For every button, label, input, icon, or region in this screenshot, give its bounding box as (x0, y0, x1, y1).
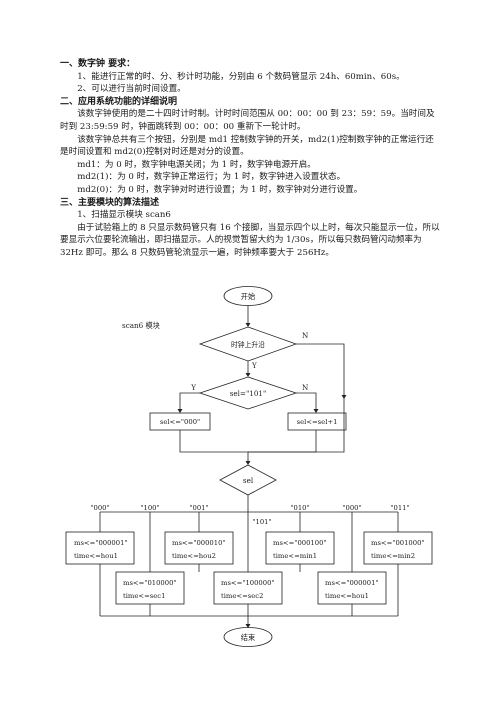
case-label-000a: "000" (90, 504, 109, 512)
arrow-head (245, 373, 251, 377)
no-label-sel: N (302, 383, 308, 392)
yes-label-clock: Y (251, 361, 257, 370)
sel-reset-label: sel<="000" (160, 418, 200, 426)
flow-line-no-sel (296, 392, 317, 412)
case-box-min1-ms: ms<="000100" (273, 539, 327, 547)
sel-101-decision (198, 376, 298, 410)
case-box-hou1-ms: ms<="000001" (74, 539, 128, 547)
case-label-000b: "000" (342, 504, 361, 512)
flow-line-merge-right (248, 430, 317, 453)
sel-inc-label: sel<=sel+1 (297, 418, 338, 426)
sel-inc-box (287, 412, 347, 431)
section-1-item-1: 1、能进行正常的时、分、秒计时功能，分别由 6 个数码管显示 24h、60min… (77, 71, 405, 82)
case-box-hou1-time: time<=hou1 (74, 552, 118, 560)
section-2-md1: md1：为 0 时，数字钟电源关闭；为 1 时，数字钟电源开启。 (77, 159, 316, 170)
case-box-hou1-default-ms: ms<="000001" (325, 579, 379, 587)
start-label: 开始 (241, 292, 255, 301)
case-box-sec1-ms: ms<="010000" (123, 579, 177, 587)
section-1-item-2: 2、可以进行当前时间设置。 (77, 84, 186, 95)
case-label-100: "100" (140, 504, 159, 512)
arrow-head (177, 409, 183, 413)
clock-edge-label: 时钟上升沿 (231, 340, 265, 349)
section-2-md2-0: md2(0)：为 0 时，数字钟对时进行设置；为 1 时，数字钟对分进行设置。 (77, 184, 363, 195)
module-label: scan6 模块 (122, 321, 160, 330)
section-3-para: 由于试验箱上的 8 只显示数码管只有 16 个接脚，当显示四个以上时，每次只能显… (60, 222, 440, 258)
case-box-min2-ms: ms<="001000" (371, 539, 425, 547)
flow-line-yes-sel (179, 392, 200, 412)
case-label-011: "011" (390, 504, 409, 512)
end-label: 结束 (241, 633, 255, 642)
section-2-para-1: 该数字钟使用的是二十四时计时制。计时时间范围从 00：00：00 到 23：59… (60, 109, 435, 132)
sel-case-label: sel (243, 476, 254, 485)
case-box-sec2-time: time<=sec2 (221, 592, 263, 600)
arrow-head (341, 395, 347, 399)
case-box-hou2-time: time<=hou2 (172, 552, 216, 560)
document-text: 一、数字钟 要求： 1、能进行正常的时、分、秒计时功能，分别由 6 个数码管显示… (60, 58, 440, 260)
case-label-101: "101" (252, 518, 271, 526)
arrow-head (245, 461, 251, 465)
sel-101-label: sel="101" (230, 389, 267, 398)
section-2-heading: 二、应用系统功能的详细说明 (60, 96, 178, 107)
section-3-heading: 三、主要模块的算法描述 (60, 197, 160, 208)
yes-label-sel: Y (190, 383, 196, 392)
flow-line-merge-left (179, 430, 248, 453)
end-terminal (223, 627, 273, 647)
flow-line-no-clock (248, 343, 345, 453)
case-box-min1-time: time<=min1 (273, 552, 317, 560)
case-box-sec2-ms: ms<="100000" (221, 579, 275, 587)
section-2-md2-1: md2(1)：为 0 时，数字钟正常运行；为 1 时，数字钟进入设置状态。 (77, 172, 346, 183)
no-label-clock: N (302, 331, 308, 340)
case-label-010: "010" (290, 504, 309, 512)
arrow-head (245, 624, 251, 628)
arrow-head (313, 409, 319, 413)
section-2-para-2: 该数字钟总共有三个按钮，分别是 md1 控制数字钟的开关，md2(1)控制数字钟… (60, 134, 434, 158)
case-box-min2-time: time<=min2 (371, 552, 415, 560)
case-box-hou1-default-time: time<=hou1 (325, 592, 369, 600)
arrow-head (245, 323, 251, 327)
section-1-heading: 一、数字钟 要求： (60, 59, 136, 69)
case-box-hou2-ms: ms<="000010" (172, 539, 226, 547)
case-label-001: "001" (189, 504, 208, 512)
case-box-sec1-time: time<=sec1 (123, 592, 165, 600)
section-3-subheading: 1、扫描显示模块 scan6 (77, 210, 171, 221)
